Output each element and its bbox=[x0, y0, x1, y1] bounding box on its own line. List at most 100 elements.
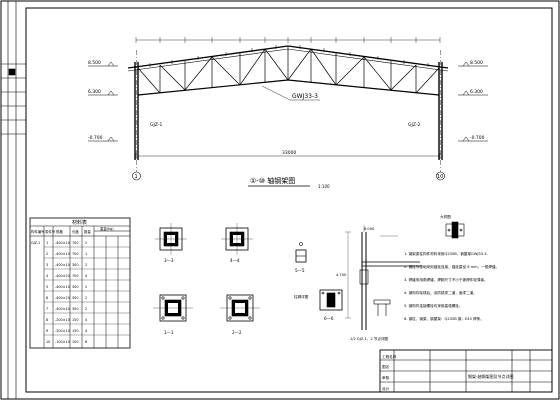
section-5-5-label: 5—5 bbox=[295, 268, 305, 273]
section-4-4 bbox=[221, 223, 253, 255]
table-cell: 2 bbox=[85, 307, 87, 311]
section-4-4-label: 4—4 bbox=[230, 258, 240, 263]
axis-right-text: 10 bbox=[437, 174, 443, 180]
table-cell: 2 bbox=[85, 241, 87, 245]
table-cell: 300 bbox=[72, 296, 78, 300]
title-block bbox=[379, 349, 553, 393]
table-cell: -100×10 bbox=[55, 340, 70, 344]
table-cell: 1 bbox=[46, 241, 48, 245]
section-2-2 bbox=[220, 294, 260, 322]
table-cell: 300 bbox=[72, 307, 78, 311]
table-header-4: 数量 bbox=[84, 229, 91, 234]
inner-frame bbox=[25, 7, 553, 393]
table-cell: -400×20 bbox=[55, 274, 70, 278]
table-cell: 1 bbox=[85, 252, 87, 256]
elev-label-mid-right: 6.300 bbox=[470, 89, 483, 95]
section-2-2-label: 2—2 bbox=[232, 330, 242, 335]
table-cell: -400×10 bbox=[55, 252, 70, 256]
note-6: 6. 钢柱、钢梁、钢屋架：Q235B 钢，E43 焊条。 bbox=[404, 316, 484, 321]
table-header-1: 零件号 bbox=[45, 229, 56, 234]
table-cell: 4 bbox=[85, 318, 87, 322]
general-notes: 1. 钢架梁柱构件材料采用Q235B，钢屋架GWJ33-3. 2. 钢柱与基础采… bbox=[404, 251, 499, 321]
note-3: 3. 焊缝采用角焊缝，焊脚尺寸不小于被焊件较薄者。 bbox=[404, 277, 488, 282]
elev-label-base-left: -0.700 bbox=[88, 135, 103, 141]
table-header-2: 规格 bbox=[56, 229, 63, 234]
table-cell: 100 bbox=[72, 340, 78, 344]
note-2: 2. 钢柱与基础采用锚栓连接，锚栓直径 6 mm，一般焊缝。 bbox=[404, 264, 499, 269]
elev-label-base-right: -0.700 bbox=[470, 135, 485, 141]
elevation-title: ①-⑩ 轴钢架图 bbox=[250, 176, 295, 185]
table-header-5: 重量(kg) bbox=[100, 226, 114, 231]
note-1: 1. 钢架梁柱构件材料采用Q235B，钢屋架GWJ33-3. bbox=[404, 251, 488, 256]
binding-strip bbox=[1, 1, 26, 399]
column-node-label: 1/2 GJZ-1、2 节点详图 bbox=[350, 336, 389, 341]
elev-label-mid-left: 6.300 bbox=[88, 89, 101, 95]
table-cell: 2 bbox=[85, 263, 87, 267]
table-cell: 700 bbox=[72, 274, 78, 278]
table-cell: 3 bbox=[46, 263, 48, 267]
section-1-1-label: 1—1 bbox=[164, 330, 174, 335]
table-cell: 150 bbox=[72, 329, 78, 333]
title-block-text: 工程名称 图名 审核 设计 钢架-轴钢架图及节点详图 bbox=[382, 354, 513, 391]
table-cell: -400×10 bbox=[55, 263, 70, 267]
table-cell: 4 bbox=[85, 274, 87, 278]
table-cell: 2 bbox=[46, 252, 48, 256]
tb-row-label-1: 图名 bbox=[382, 364, 390, 369]
table-cell: 5 bbox=[46, 285, 48, 289]
right-column-label: GJZ-2 bbox=[408, 122, 420, 128]
section-1-1 bbox=[153, 294, 193, 322]
section-3-3 bbox=[155, 223, 187, 255]
table-cell: -200×10 bbox=[55, 329, 70, 333]
web-members bbox=[137, 47, 440, 94]
table-cell: 700 bbox=[72, 241, 78, 245]
section-labels: 3—3 4—4 1—1 2—2 5—5 6—6 柱脚详图 1/2 GJZ-1、2… bbox=[164, 214, 451, 341]
table-cell: 8 bbox=[46, 318, 48, 322]
section-3-3-label: 3—3 bbox=[164, 258, 174, 263]
table-cell: 8 bbox=[85, 340, 87, 344]
table-cell: 700 bbox=[72, 252, 78, 256]
elevation-scale: 1:100 bbox=[318, 184, 330, 189]
truss-label: GWJ33-3 bbox=[292, 93, 318, 100]
table-cell: 10 bbox=[46, 340, 50, 344]
top-chord bbox=[127, 45, 449, 69]
note-4: 4. 钢构件除锈后，涂防锈漆二道，面漆二道。 bbox=[404, 290, 477, 295]
dim-4700: 4.700 bbox=[336, 273, 347, 277]
axis-bubble-right bbox=[436, 171, 445, 181]
table-cell: 4 bbox=[85, 329, 87, 333]
tb-row-label-2: 审核 bbox=[382, 375, 390, 380]
table-cell: -400×20 bbox=[55, 241, 70, 245]
axis-bubble-left bbox=[132, 171, 141, 181]
dim-8000: 8.000 bbox=[364, 227, 375, 231]
right-detail-label: 大样图 bbox=[440, 214, 451, 219]
table-cell: 300 bbox=[72, 285, 78, 289]
table-cell: 9 bbox=[46, 329, 48, 333]
column-node-detail bbox=[345, 225, 420, 330]
tb-drawing-name: 钢架-轴钢架图及节点详图 bbox=[468, 373, 513, 379]
elevation-labels: 8.500 6.300 -0.700 8.500 6.300 -0.700 GJ… bbox=[88, 60, 485, 180]
span-dimension-text: 33000 bbox=[282, 150, 296, 156]
table-cell: -400×20 bbox=[55, 296, 70, 300]
left-column-label: GJZ-1 bbox=[150, 122, 162, 128]
detail-6-6-label: 6—6 bbox=[324, 316, 334, 321]
note-5: 5. 钢构件连接螺栓均采用高强螺栓。 bbox=[404, 303, 462, 308]
detail-6-6 bbox=[319, 289, 343, 311]
tb-row-label-3: 设计 bbox=[382, 386, 390, 391]
table-cell: 2 bbox=[85, 285, 87, 289]
table-header-3: 长度 bbox=[72, 229, 79, 234]
tb-row-label-0: 工程名称 bbox=[382, 354, 397, 359]
table-cell: GJZ-1 bbox=[31, 241, 40, 245]
section-5-5 bbox=[295, 242, 307, 263]
elevation-markers bbox=[88, 61, 488, 142]
material-table bbox=[29, 217, 131, 349]
axis-left-text: 1 bbox=[135, 174, 138, 180]
table-cell: 2 bbox=[85, 296, 87, 300]
truss-elevation bbox=[88, 37, 488, 181]
table-cell: 7 bbox=[46, 307, 48, 311]
table-cell: -400×10 bbox=[55, 307, 70, 311]
elev-label-top-left: 8.500 bbox=[88, 60, 101, 66]
section-details bbox=[153, 221, 465, 330]
table-cell: 6 bbox=[46, 296, 48, 300]
table-cell: 300 bbox=[72, 263, 78, 267]
